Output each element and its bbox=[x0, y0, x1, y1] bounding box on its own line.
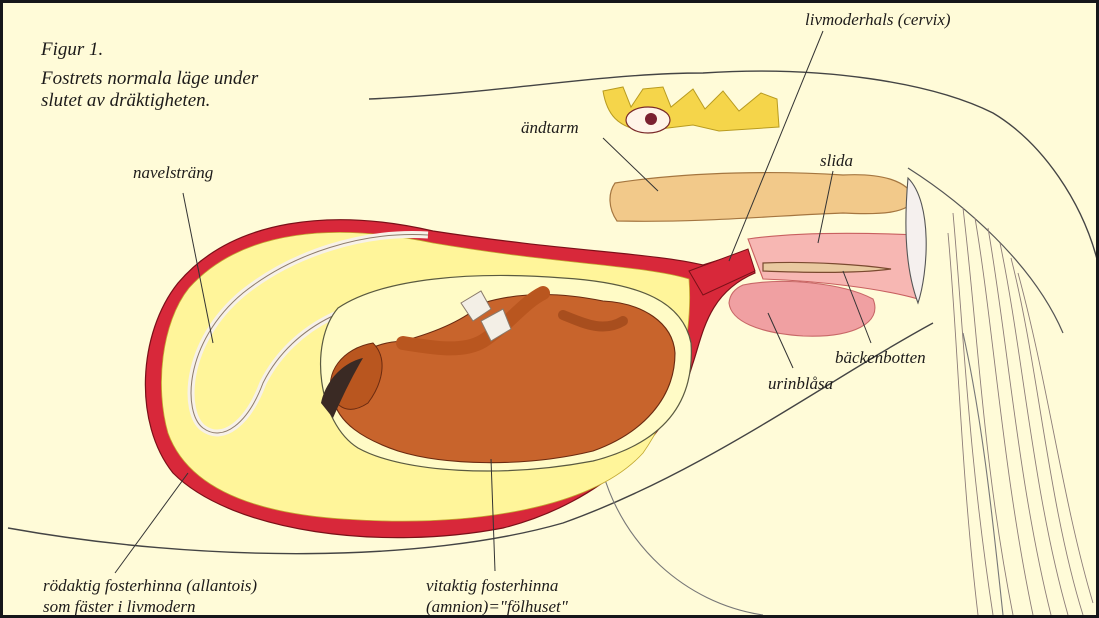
label-cervix: livmoderhals (cervix) bbox=[805, 10, 951, 30]
rump-outline bbox=[908, 168, 1063, 333]
figure-caption-line2: slutet av dräktigheten. bbox=[41, 90, 210, 112]
label-amnion-line1: vitaktig fosterhinna bbox=[426, 576, 558, 596]
label-pelvic-floor: bäckenbotten bbox=[835, 348, 926, 368]
leader-allantois bbox=[115, 473, 188, 573]
leg-outline bbox=[963, 333, 1003, 615]
label-allantois-line1: rödaktig fosterhinna (allantois) bbox=[43, 576, 257, 596]
pelvis-outline bbox=[603, 473, 763, 615]
label-amnion-line2: (amnion)="fölhuset" bbox=[426, 597, 568, 617]
figure-caption-line1: Fostrets normala läge under bbox=[41, 68, 258, 90]
urinary-bladder-shape bbox=[729, 281, 875, 336]
spinal-cord bbox=[645, 113, 657, 125]
label-vagina: slida bbox=[820, 151, 853, 171]
label-rectum: ändtarm bbox=[521, 118, 579, 138]
label-bladder: urinblåsa bbox=[768, 374, 833, 394]
label-allantois-line2: som fäster i livmodern bbox=[43, 597, 196, 617]
leader-cervix bbox=[729, 31, 823, 261]
label-umbilical-cord: navelsträng bbox=[133, 163, 213, 183]
figure-number: Figur 1. bbox=[41, 39, 103, 61]
tail-drawing bbox=[948, 208, 1093, 615]
